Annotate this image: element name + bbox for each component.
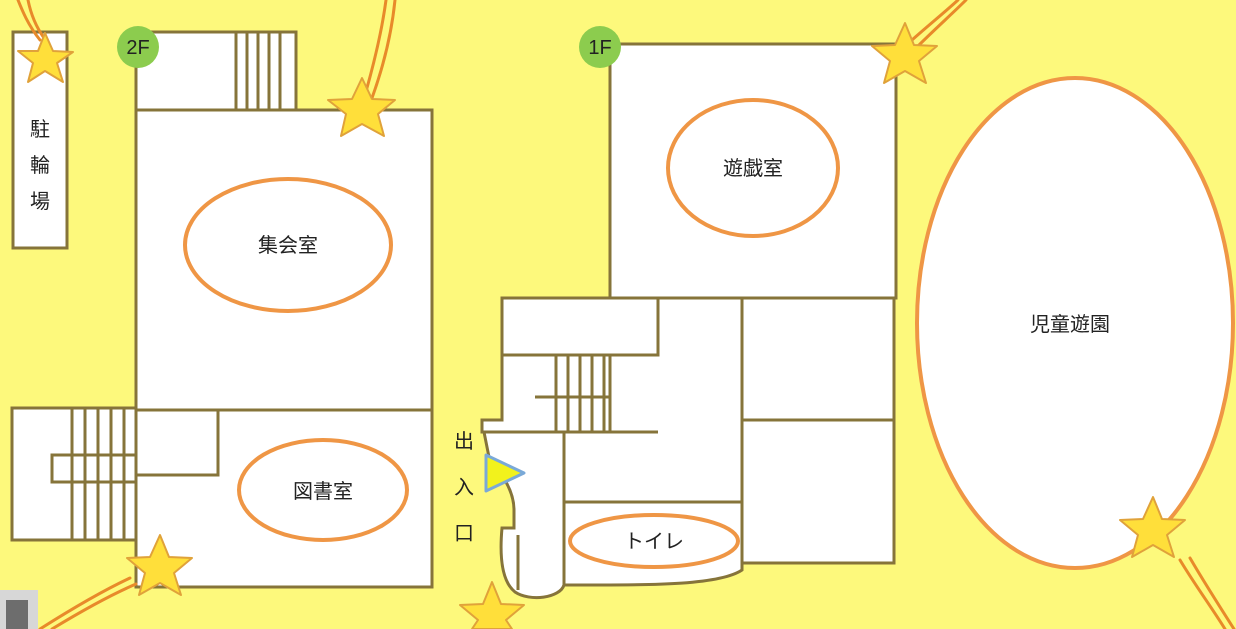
bicycle-parking-char-1: 駐 bbox=[30, 117, 50, 141]
star-icon bbox=[17, 32, 74, 83]
edge-thumbnail-inner bbox=[6, 600, 28, 629]
assembly-room-label: 集会室 bbox=[258, 233, 318, 257]
stairs-1f bbox=[535, 355, 612, 432]
bicycle-parking-char-2: 輪 bbox=[30, 153, 50, 177]
stairs-2f-left bbox=[50, 408, 136, 540]
floor-1f-plan: 遊戯室 トイレ bbox=[480, 42, 898, 600]
entrance[interactable]: 出 入 口 bbox=[454, 429, 526, 545]
library-label: 図書室 bbox=[293, 479, 353, 503]
toilet-label: トイレ bbox=[624, 529, 684, 553]
star-icon bbox=[126, 534, 193, 596]
play-room-label: 遊戯室 bbox=[723, 156, 783, 180]
entrance-arrow-icon bbox=[484, 453, 526, 493]
floor-2f-plan: 集会室 図書室 bbox=[10, 30, 434, 589]
star-icon bbox=[871, 22, 938, 84]
floor-badge-1f: 1F bbox=[579, 26, 621, 68]
floor-badge-2f: 2F bbox=[117, 26, 159, 68]
entrance-char-3: 口 bbox=[454, 521, 474, 545]
floor-badge-2f-label: 2F bbox=[126, 37, 149, 59]
bicycle-parking-char-3: 場 bbox=[30, 189, 50, 213]
childrens-playground-label: 児童遊園 bbox=[1030, 312, 1110, 336]
childrens-playground[interactable]: 児童遊園 bbox=[915, 76, 1235, 570]
star-icon bbox=[1119, 496, 1186, 558]
library[interactable]: 図書室 bbox=[237, 438, 409, 542]
star-icon bbox=[459, 581, 525, 629]
assembly-room[interactable]: 集会室 bbox=[183, 177, 393, 313]
floor-badge-1f-label: 1F bbox=[588, 37, 611, 59]
entrance-char-1: 出 bbox=[454, 429, 474, 453]
star-decorations bbox=[16, 0, 1236, 629]
toilet[interactable]: トイレ bbox=[568, 513, 740, 569]
play-room[interactable]: 遊戯室 bbox=[666, 98, 840, 238]
stairs-2f-top bbox=[234, 32, 282, 110]
entrance-char-2: 入 bbox=[454, 475, 474, 499]
star-icon bbox=[327, 77, 396, 137]
